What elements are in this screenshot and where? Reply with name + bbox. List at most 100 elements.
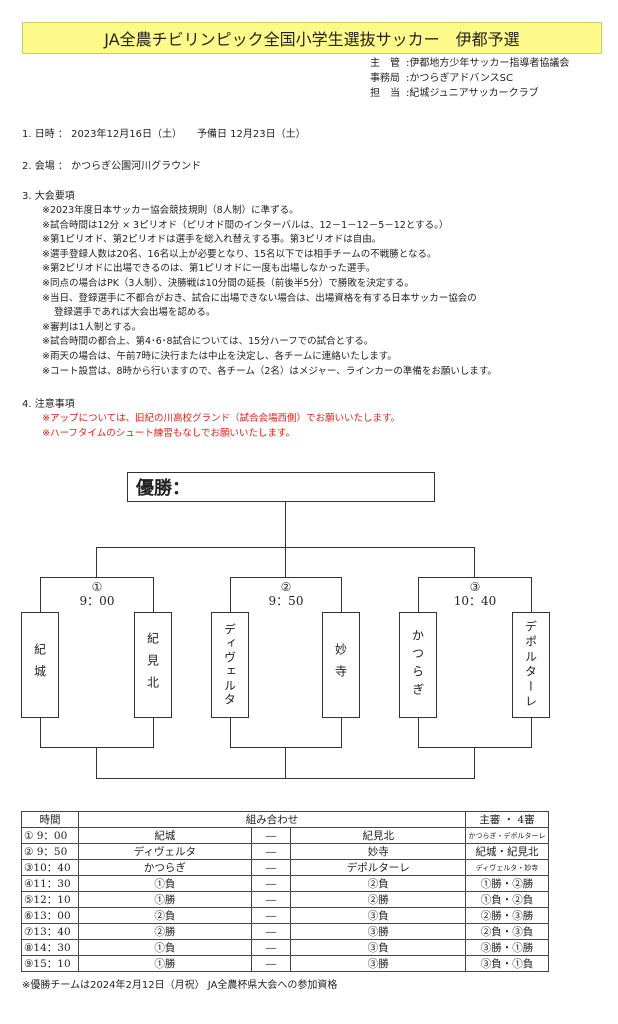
team-b: 妙寺: [290, 843, 466, 860]
bracket-line: [418, 577, 532, 578]
winner-box: 優勝：: [127, 472, 435, 502]
team-box: かつらぎ: [399, 612, 437, 718]
referees: ③負・①負: [465, 955, 549, 972]
versus-dash: ―: [250, 923, 292, 940]
versus-dash: ―: [250, 859, 292, 876]
bracket-line: [341, 718, 342, 748]
table-header-row: 時間 組み合わせ 主審 ・ 4審: [21, 811, 549, 828]
rule-item: ※同点の場合はPK（3人制）、決勝戦は10分間の延長（前後半5分）で勝敗を決定す…: [42, 277, 414, 289]
bracket-line: [474, 747, 475, 779]
bracket-line: [40, 577, 41, 612]
note-item: ※ハーフタイムのシュート練習もなしでお願いいたします。: [42, 427, 295, 439]
team-a: かつらぎ: [78, 859, 252, 876]
bracket-line: [230, 718, 231, 748]
bracket-line: [230, 577, 231, 612]
rule-item: ※第2ピリオドに出場できるのは、第1ピリオドに一度も出場しなかった選手。: [42, 263, 376, 275]
team-a: ②勝: [78, 923, 252, 940]
versus-dash: ―: [250, 955, 292, 972]
rule-item: ※コート設営は、8時から行いますので、各チーム（2名）はメジャー、ラインカーの準…: [42, 365, 497, 377]
bracket-line: [285, 747, 286, 779]
bracket-line: [418, 718, 419, 748]
team-b: ③勝: [290, 923, 466, 940]
team-b: ③勝: [290, 955, 466, 972]
bracket-line: [40, 747, 154, 748]
referees: ③勝・①勝: [465, 939, 549, 956]
versus-dash: ―: [250, 875, 292, 892]
team-b: ②勝: [290, 891, 466, 908]
row-time: ⑤12：10: [21, 891, 79, 908]
bracket-line: [341, 577, 342, 612]
header-time: 時間: [21, 811, 79, 828]
bracket-line: [96, 778, 475, 779]
versus-dash: ―: [250, 939, 292, 956]
match-time: 9：00: [79, 594, 115, 608]
match-3-label: ③ 10：40: [445, 580, 505, 608]
bracket-line: [153, 577, 154, 612]
notes-list: ※アップについては、旧紀の川高校グランド（試合会場西側）でお願いいたします。 ※…: [42, 412, 400, 441]
team-box: ディヴェルタ: [211, 612, 249, 718]
rule-item: ※試合時間の都合上、第4･6･8試合については、15分ハーフでの試合とする。: [42, 336, 374, 348]
rule-item: ※雨天の場合は、午前7時に決行または中止を決定し、各チームに連絡いたします。: [42, 350, 397, 362]
team-a: ②負: [78, 907, 252, 924]
team-b: ②負: [290, 875, 466, 892]
bracket-line: [40, 718, 41, 748]
match-number: ②: [280, 580, 292, 594]
row-time: ⑧14：30: [21, 939, 79, 956]
bracket-line: [153, 718, 154, 748]
team-box: 妙寺: [322, 612, 360, 718]
versus-dash: ―: [250, 891, 292, 908]
note-item: ※アップについては、旧紀の川高校グランド（試合会場西側）でお願いいたします。: [42, 413, 401, 424]
referees: ①勝・②勝: [465, 875, 549, 892]
page-title: JA全農チビリンピック全国小学生選抜サッカー 伊都予選: [22, 22, 602, 54]
rules-heading: 3. 大会要項: [22, 191, 75, 202]
rules-list: ※2023年度日本サッカー協会競技規則（8人制）に準ずる。 ※試合時間は12分 …: [42, 204, 497, 379]
row-time: ⑨15：10: [21, 955, 79, 972]
org-key: 担 当: [370, 88, 400, 99]
row-time: ⑦13：40: [21, 923, 79, 940]
org-value: :紀城ジュニアサッカークラブ: [406, 88, 539, 99]
header-referee: 主審 ・ 4審: [465, 811, 549, 828]
match-time: 10：40: [453, 594, 497, 608]
referees: かつらぎ・デポルターレ: [465, 827, 549, 844]
row-time: ① 9：00: [21, 827, 79, 844]
bracket-line: [285, 547, 286, 577]
header-matchup: 組み合わせ: [78, 811, 466, 828]
rule-item: ※試合時間は12分 × 3ピリオド（ピリオド間のインターバルは、12－1－12－…: [42, 219, 449, 231]
team-a: 紀城: [78, 827, 252, 844]
bracket-line: [96, 547, 97, 577]
row-time: ③10：40: [21, 859, 79, 876]
team-a: ①勝: [78, 955, 252, 972]
match-number: ③: [469, 580, 481, 594]
rule-item: ※2023年度日本サッカー協会競技規則（8人制）に準ずる。: [42, 205, 299, 216]
bracket-line: [474, 547, 475, 577]
bracket-line: [418, 747, 532, 748]
org-value: :かつらぎアドバンスSC: [406, 73, 513, 84]
bracket-line: [230, 577, 342, 578]
team-b: ③負: [290, 939, 466, 956]
referees: ②負・③負: [465, 923, 549, 940]
match-2-label: ② 9：50: [256, 580, 316, 608]
referees: ディヴェルタ・妙寺: [465, 859, 549, 876]
org-key: 主 管: [370, 58, 400, 69]
row-time: ⑥13：00: [21, 907, 79, 924]
versus-dash: ―: [250, 907, 292, 924]
bracket-line: [531, 718, 532, 748]
organizer-info: 主 管:伊都地方少年サッカー指導者協議会 事務局:かつらぎアドバンスSC 担 当…: [370, 56, 569, 101]
org-key: 事務局: [370, 73, 400, 84]
referees: 紀城・紀見北: [465, 843, 549, 860]
referees: ①負・②負: [465, 891, 549, 908]
team-box: デポルターレ: [512, 612, 550, 718]
referees: ②勝・③勝: [465, 907, 549, 924]
match-1-label: ① 9：00: [67, 580, 127, 608]
match-time: 9：50: [268, 594, 304, 608]
versus-dash: ―: [250, 827, 292, 844]
